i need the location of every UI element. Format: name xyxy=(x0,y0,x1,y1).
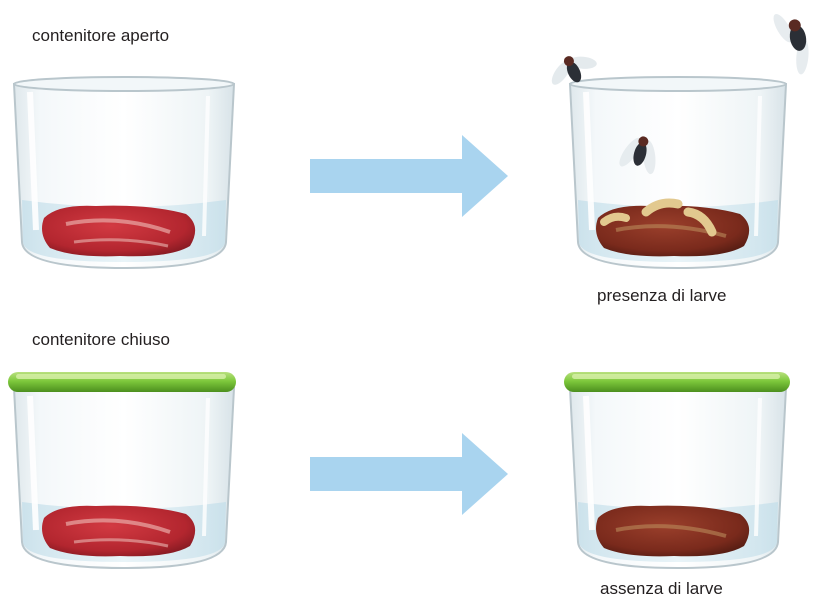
fly-icon xyxy=(769,7,816,79)
lid xyxy=(564,372,790,392)
meat xyxy=(42,506,195,557)
right-arrow-icon xyxy=(310,433,508,515)
lid xyxy=(8,372,236,392)
jar-closed-rotten xyxy=(564,372,790,568)
meat xyxy=(42,206,195,257)
jar-closed-fresh xyxy=(8,372,236,568)
right-arrow-icon xyxy=(310,135,508,217)
jar-open-fresh xyxy=(14,77,234,268)
jar-open-rotten xyxy=(542,7,816,268)
